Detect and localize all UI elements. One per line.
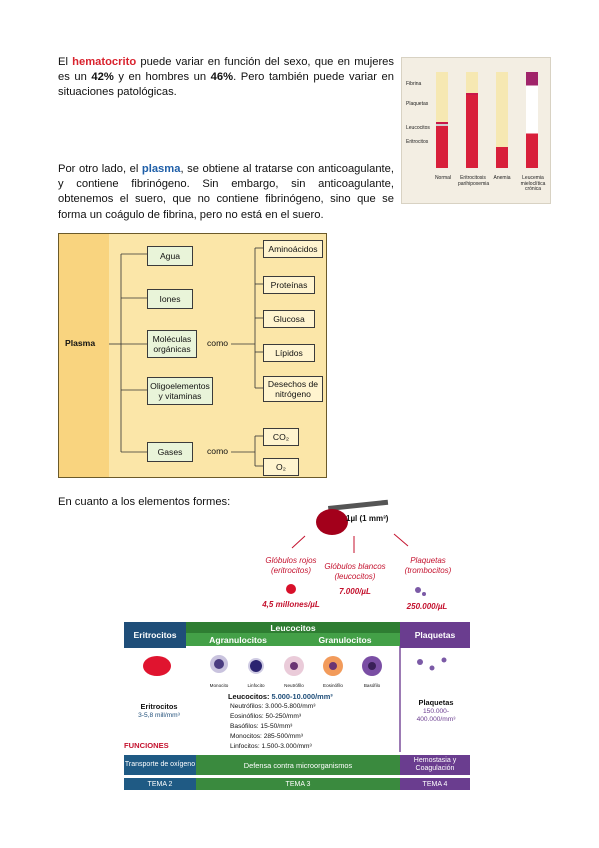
white-sub: (leucocitos): [334, 572, 376, 581]
box-moleculas-organicas: Moléculas orgánicas: [147, 330, 197, 358]
header-granulocitos: Granulocitos: [290, 633, 400, 646]
box-co2: CO₂: [263, 428, 299, 446]
white-title: Glóbulos blancos: [324, 562, 386, 571]
plat-sub: (trombocitos): [404, 566, 452, 575]
red-count: 4,5 millones/µL: [262, 600, 320, 609]
term-plasma: plasma: [141, 163, 181, 175]
box-o2: O₂: [263, 458, 299, 476]
paragraph-elementos-formes: En cuanto a los elementos formes:: [58, 496, 231, 508]
plasma-connectors: [59, 234, 263, 477]
plat-title: Plaquetas: [410, 556, 446, 565]
tube-anemia: [496, 72, 508, 168]
header-plaquetas: Plaquetas: [400, 622, 470, 648]
paragraph-hematocrit: El hematocrito puede variar en función d…: [58, 56, 394, 99]
box-gases: Gases: [147, 442, 193, 462]
plasma-diagram: Plasma Agua Iones Moléculas orgánicas co…: [58, 233, 327, 478]
tube-leucemia: [526, 72, 538, 168]
paragraph-plasma: Por otro lado, el plasma, se obtiene al …: [58, 163, 394, 221]
plasma-root: Plasma: [65, 338, 96, 348]
volume-label: 1µl (1 mm³): [346, 514, 389, 523]
como-label-gases: como: [207, 446, 229, 456]
plaq-range-2: 400.000/mm³: [416, 716, 456, 723]
header-leucocitos: Leucocitos: [186, 622, 400, 633]
box-glucosa: Glucosa: [263, 310, 315, 328]
tube-normal: [436, 72, 448, 168]
leuco-list: Neutrófilos: 3.000-5.800/mm³ Eosinófilos…: [230, 703, 316, 750]
tema-3: TEMA 3: [196, 778, 400, 790]
tube-eritrocitosis: [466, 72, 478, 168]
term-hematocrito: hematocrito: [72, 56, 137, 68]
tema-4: TEMA 4: [400, 778, 470, 790]
white-count: 7.000/µL: [339, 587, 371, 596]
leuco-summary: Leucocitos: 5.000-10.000/mm³: [228, 692, 333, 701]
red-title: Glóbulos rojos: [265, 556, 317, 565]
box-agua: Agua: [147, 246, 193, 266]
box-lipidos: Lípidos: [263, 344, 315, 362]
funcion-defensa: Defensa contra microorganismos: [196, 755, 400, 775]
box-iones: Iones: [147, 289, 193, 309]
erit-name: Eritrocitos: [140, 702, 178, 711]
plaq-range-1: 150.000-: [422, 708, 450, 715]
box-oligoelementos: Oligoelementos y vitaminas: [147, 377, 213, 405]
hematocrit-figure: Fibrina Plaquetas Leucocitos Eritrocitos…: [401, 57, 551, 204]
erit-range: 3-5,8 mill/mm³: [138, 712, 180, 719]
tema-2: TEMA 2: [124, 778, 196, 790]
funciones-label: FUNCIONES: [124, 741, 169, 750]
plat-count: 250.000/µL: [406, 602, 448, 611]
box-desechos: Desechos de nitrógeno: [263, 376, 323, 402]
red-sub: (eritrocitos): [270, 566, 311, 575]
header-agranulocitos: Agranulocitos: [186, 633, 290, 646]
como-label: como: [207, 338, 229, 348]
funcion-hemostasia: Hemostasia y Coagulación: [400, 755, 470, 775]
header-eritrocitos: Eritrocitos: [124, 622, 186, 648]
box-proteinas: Proteínas: [263, 276, 315, 294]
box-aminoacidos: Aminoácidos: [263, 240, 323, 258]
funcion-transporte: Transporte de oxígeno: [124, 755, 196, 775]
plaq-name: Plaquetas: [418, 698, 454, 707]
